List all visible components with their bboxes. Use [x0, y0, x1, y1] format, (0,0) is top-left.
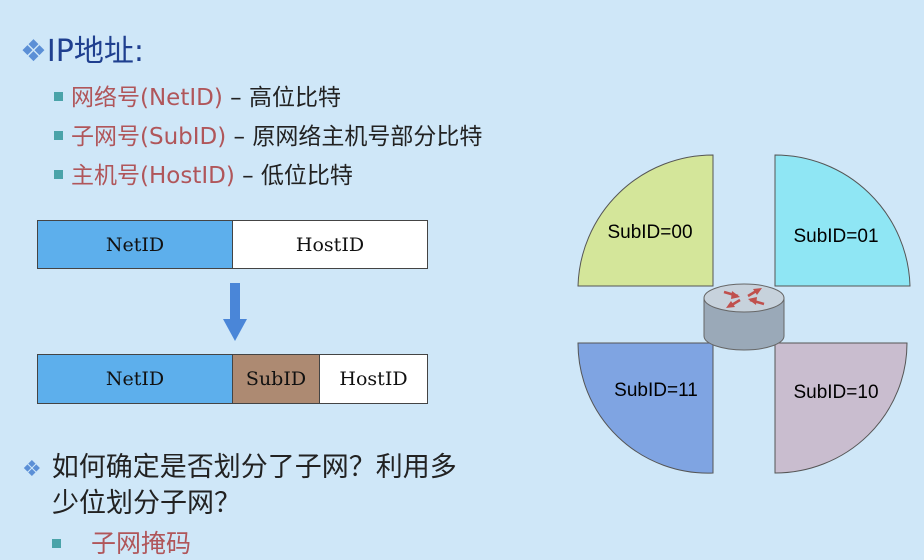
diamond-icon: ❖ — [22, 457, 42, 482]
square-bullet-icon — [54, 92, 63, 101]
question-text: 如何确定是否划分了子网？利用多 — [51, 452, 457, 483]
down-arrow-icon — [223, 283, 247, 341]
hostid-box: HostID — [232, 220, 428, 269]
diamond-icon: ❖ — [20, 34, 47, 69]
subnet-quadrant-10 — [774, 342, 908, 474]
square-bullet-icon — [52, 538, 61, 548]
subnet-label-11: SubID=11 — [614, 380, 698, 401]
subnet-label-10: SubID=10 — [793, 382, 878, 403]
subnet-diagram: SubID=00 SubID=01 SubID=11 SubID=10 — [577, 154, 911, 474]
hostid-box-subnetted: HostID — [319, 354, 428, 404]
bullet-desc: – 高位比特 — [222, 85, 341, 111]
slide-title: ❖IP地址: — [20, 26, 144, 70]
question-line-1: ❖ 如何确定是否划分了子网？利用多 — [22, 445, 457, 484]
subnet-label-00: SubID=00 — [607, 222, 692, 243]
title-text: IP地址: — [46, 34, 144, 69]
bullet-subid: 子网号(SubID) – 原网络主机号部分比特 — [54, 117, 482, 151]
bullet-desc: – 原网络主机号部分比特 — [226, 124, 483, 150]
subid-box: SubID — [232, 354, 320, 404]
bullet-term: 主机号(HostID) — [71, 163, 235, 189]
question-line-2: 少位划分子网？ — [52, 488, 241, 519]
bullet-netid: 网络号(NetID) – 高位比特 — [54, 78, 341, 112]
bullet-term: 子网号(SubID) — [71, 124, 227, 150]
netid-box-subnetted: NetID — [37, 354, 233, 404]
answer-line: 子网掩码 — [52, 524, 191, 560]
subnet-quadrant-11 — [577, 342, 714, 474]
square-bullet-icon — [54, 131, 63, 140]
bullet-desc: – 低位比特 — [234, 163, 353, 189]
router-icon — [703, 283, 785, 351]
netid-box: NetID — [37, 220, 233, 269]
subnet-quadrant-01 — [774, 154, 911, 287]
answer-text: 子网掩码 — [91, 529, 192, 558]
bullet-hostid: 主机号(HostID) – 低位比特 — [54, 156, 353, 190]
square-bullet-icon — [54, 170, 63, 179]
subnet-label-01: SubID=01 — [793, 226, 878, 247]
bullet-term: 网络号(NetID) — [71, 85, 223, 111]
subnet-quadrant-00 — [577, 154, 714, 287]
